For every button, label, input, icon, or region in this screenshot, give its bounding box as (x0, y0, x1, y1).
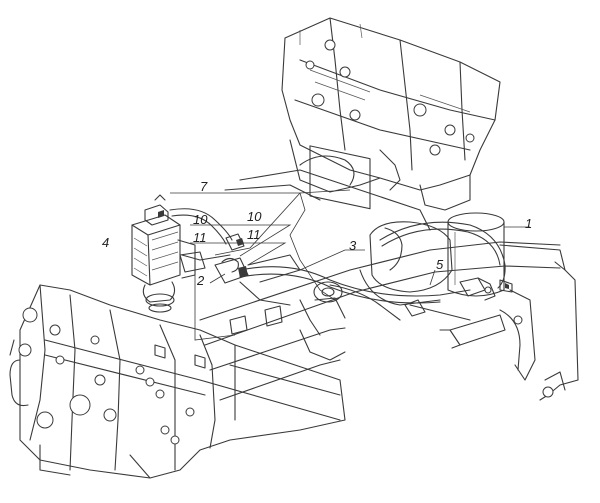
upper-frame-bracket (281, 17, 501, 211)
cable-connector (169, 208, 245, 273)
callout-3: 3 (349, 238, 357, 253)
callout-10-left: 10 (193, 212, 208, 227)
callout-5: 5 (436, 257, 444, 272)
callout-1: 1 (525, 216, 533, 231)
callout-11-right: 11 (247, 227, 261, 242)
clamp-bracket (214, 254, 346, 361)
callout-2: 2 (197, 273, 205, 288)
right-mounting-bracket (439, 244, 579, 401)
lower-frame-member (9, 284, 346, 479)
coil-distributor-unit (131, 194, 201, 313)
callout-11-left: 11 (193, 230, 207, 245)
valve-fittings (404, 277, 513, 317)
callout-10-right: 10 (247, 209, 262, 224)
air-hoses (239, 221, 506, 321)
callout-7: 7 (200, 179, 208, 194)
central-tank-assembly (313, 221, 453, 321)
callout-4: 4 (102, 235, 110, 250)
leader-lines (170, 189, 530, 341)
reservoir-cylinder (447, 212, 505, 297)
